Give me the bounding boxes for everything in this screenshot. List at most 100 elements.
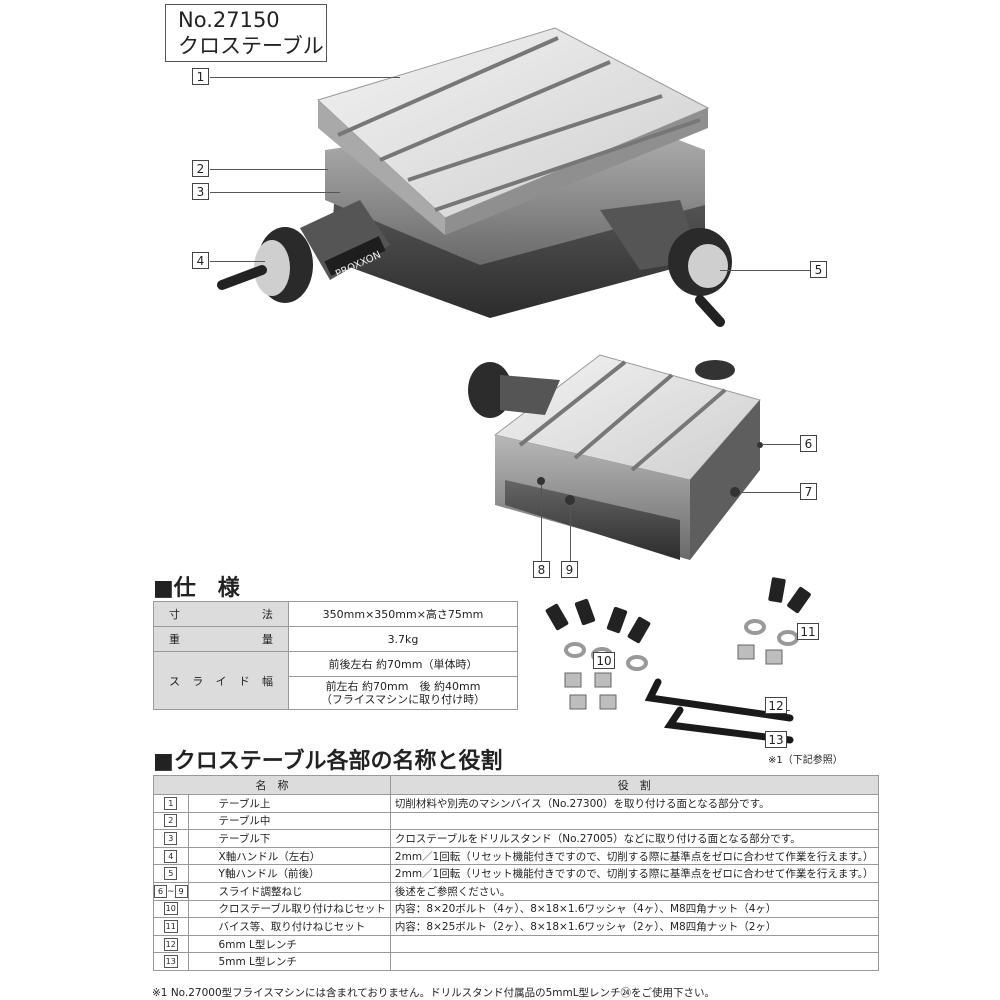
t-slot — [518, 360, 627, 447]
spec-key-char: ス — [169, 674, 180, 688]
part-role — [389, 811, 879, 831]
callout-6: 6 — [800, 435, 817, 452]
callout-1: 1 — [192, 68, 209, 85]
table-row: 2 テーブル中 — [153, 811, 879, 831]
square-nut-icon — [599, 694, 617, 710]
part-number: 11 — [153, 917, 189, 936]
spec-key-char: 量 — [262, 633, 273, 646]
part-number: 2 — [153, 811, 189, 831]
part-number-box: 13 — [163, 955, 178, 969]
spec-heading: ■仕 様 — [153, 576, 240, 601]
t-slot — [630, 388, 727, 472]
accessories-illustration — [545, 577, 811, 744]
part-role — [389, 934, 879, 954]
callout-5: 5 — [810, 261, 827, 278]
cross-table-illustration: PROXXON — [217, 27, 763, 560]
t-slot — [407, 94, 663, 182]
t-slot — [337, 36, 559, 137]
spec-row: 重量 3.7kg — [153, 626, 518, 652]
spec-key: スライド幅 — [153, 651, 289, 710]
spec-value-line: （フライスマシンに取り付け時） — [320, 693, 486, 706]
adjust-screw-8 — [537, 477, 545, 485]
part-number-box: 3 — [164, 831, 178, 845]
part-name: X軸ハンドル（左右） — [187, 846, 391, 866]
t-slot — [434, 118, 701, 212]
washer-icon — [744, 619, 766, 635]
l-wrench-6mm — [644, 678, 794, 722]
callout-7: 7 — [800, 483, 817, 500]
spec-row: スライド幅 前後左右 約70mm（単体時） — [153, 651, 518, 710]
square-nut-icon — [564, 672, 582, 688]
part-number: 13 — [153, 952, 189, 971]
y-axis-handle-face — [688, 244, 728, 288]
leader-line — [210, 169, 328, 170]
part-number: 10 — [153, 899, 189, 919]
product-name: クロステーブル — [178, 34, 324, 58]
part-name: テーブル中 — [187, 811, 391, 831]
rear-view-housing — [500, 375, 560, 415]
x-axis-housing — [300, 200, 390, 280]
part-number: 6~9 — [153, 881, 189, 901]
spec-key-char: イ — [215, 674, 227, 688]
part-number-box: 11 — [163, 919, 178, 933]
part-number-box: 9 — [174, 884, 188, 898]
parts-col-role: 役 割 — [389, 775, 879, 795]
spec-key-char: 幅 — [262, 674, 273, 688]
leader-line — [720, 270, 810, 271]
part-name: Y軸ハンドル（前後） — [187, 864, 391, 883]
spec-value: 前左右 約70mm 後 約40mm （フライスマシンに取り付け時） — [288, 676, 518, 710]
square-nut-icon — [765, 649, 783, 665]
part-number-box: 6 — [154, 884, 167, 898]
spec-key-char: ラ — [192, 674, 204, 688]
bolt-icon — [545, 603, 569, 631]
leader-line — [570, 505, 571, 561]
bolt-icon — [627, 616, 651, 644]
callout-13: 13 — [765, 731, 787, 748]
part-role: 2mm／1回転（リセット機能付きですので、切削する際に基準点をゼロに合わせて作業… — [389, 846, 879, 866]
callout-8: 8 — [533, 561, 550, 578]
spec-key-char: 法 — [262, 608, 273, 621]
y-axis-crank — [695, 295, 725, 327]
part-number-box: 12 — [163, 937, 178, 951]
part-name: スライド調整ねじ — [187, 881, 391, 901]
callout-12: 12 — [765, 697, 787, 714]
leader-line — [210, 192, 340, 193]
spec-table: 寸法 350mm×350mm×高さ75mm 重量 3.7kg スライド幅 前後左… — [153, 601, 518, 710]
part-name: バイス等、取り付けねじセット — [187, 917, 391, 936]
spec-key-text: スライド幅 — [155, 673, 287, 689]
x-axis-handle-face — [254, 240, 290, 296]
spec-key-char: 寸 — [169, 608, 180, 621]
spec-value: 3.7kg — [288, 626, 518, 652]
leader-line — [541, 485, 542, 561]
product-number: No.27150 — [178, 8, 280, 32]
part-number: 4 — [153, 846, 189, 866]
callout-9: 9 — [561, 561, 578, 578]
callout-10: 10 — [593, 652, 615, 669]
part-number: 12 — [153, 934, 189, 954]
spec-row: 前左右 約70mm 後 約40mm （フライスマシンに取り付け時） — [154, 676, 518, 710]
bolt-icon — [768, 577, 786, 603]
part-role — [389, 952, 879, 971]
table-upper-front-left — [318, 100, 445, 235]
parts-col-name: 名 称 — [153, 775, 391, 795]
callout-2: 2 — [192, 160, 209, 177]
part-name: 5mm L型レンチ — [187, 952, 391, 971]
callout-3: 3 — [192, 183, 209, 200]
bolt-icon — [787, 586, 811, 614]
adjust-screw-6 — [757, 442, 763, 448]
square-nut-icon — [594, 672, 612, 688]
part-role: クロステーブルをドリルスタンド（No.27005）などに取り付ける面となる部分で… — [389, 829, 879, 848]
brand-plate — [324, 236, 386, 276]
rear-view-side — [690, 400, 760, 560]
callout-4: 4 — [192, 252, 209, 269]
parts-header-row: 名 称 役 割 — [153, 775, 879, 795]
t-slot — [573, 373, 674, 460]
part-number-box: 2 — [164, 814, 178, 828]
spec-row: 寸法 350mm×350mm×高さ75mm — [153, 601, 518, 627]
part-role: 2mm／1回転（リセット機能付きですので、切削する際に基準点をゼロに合わせて作業… — [389, 864, 879, 883]
